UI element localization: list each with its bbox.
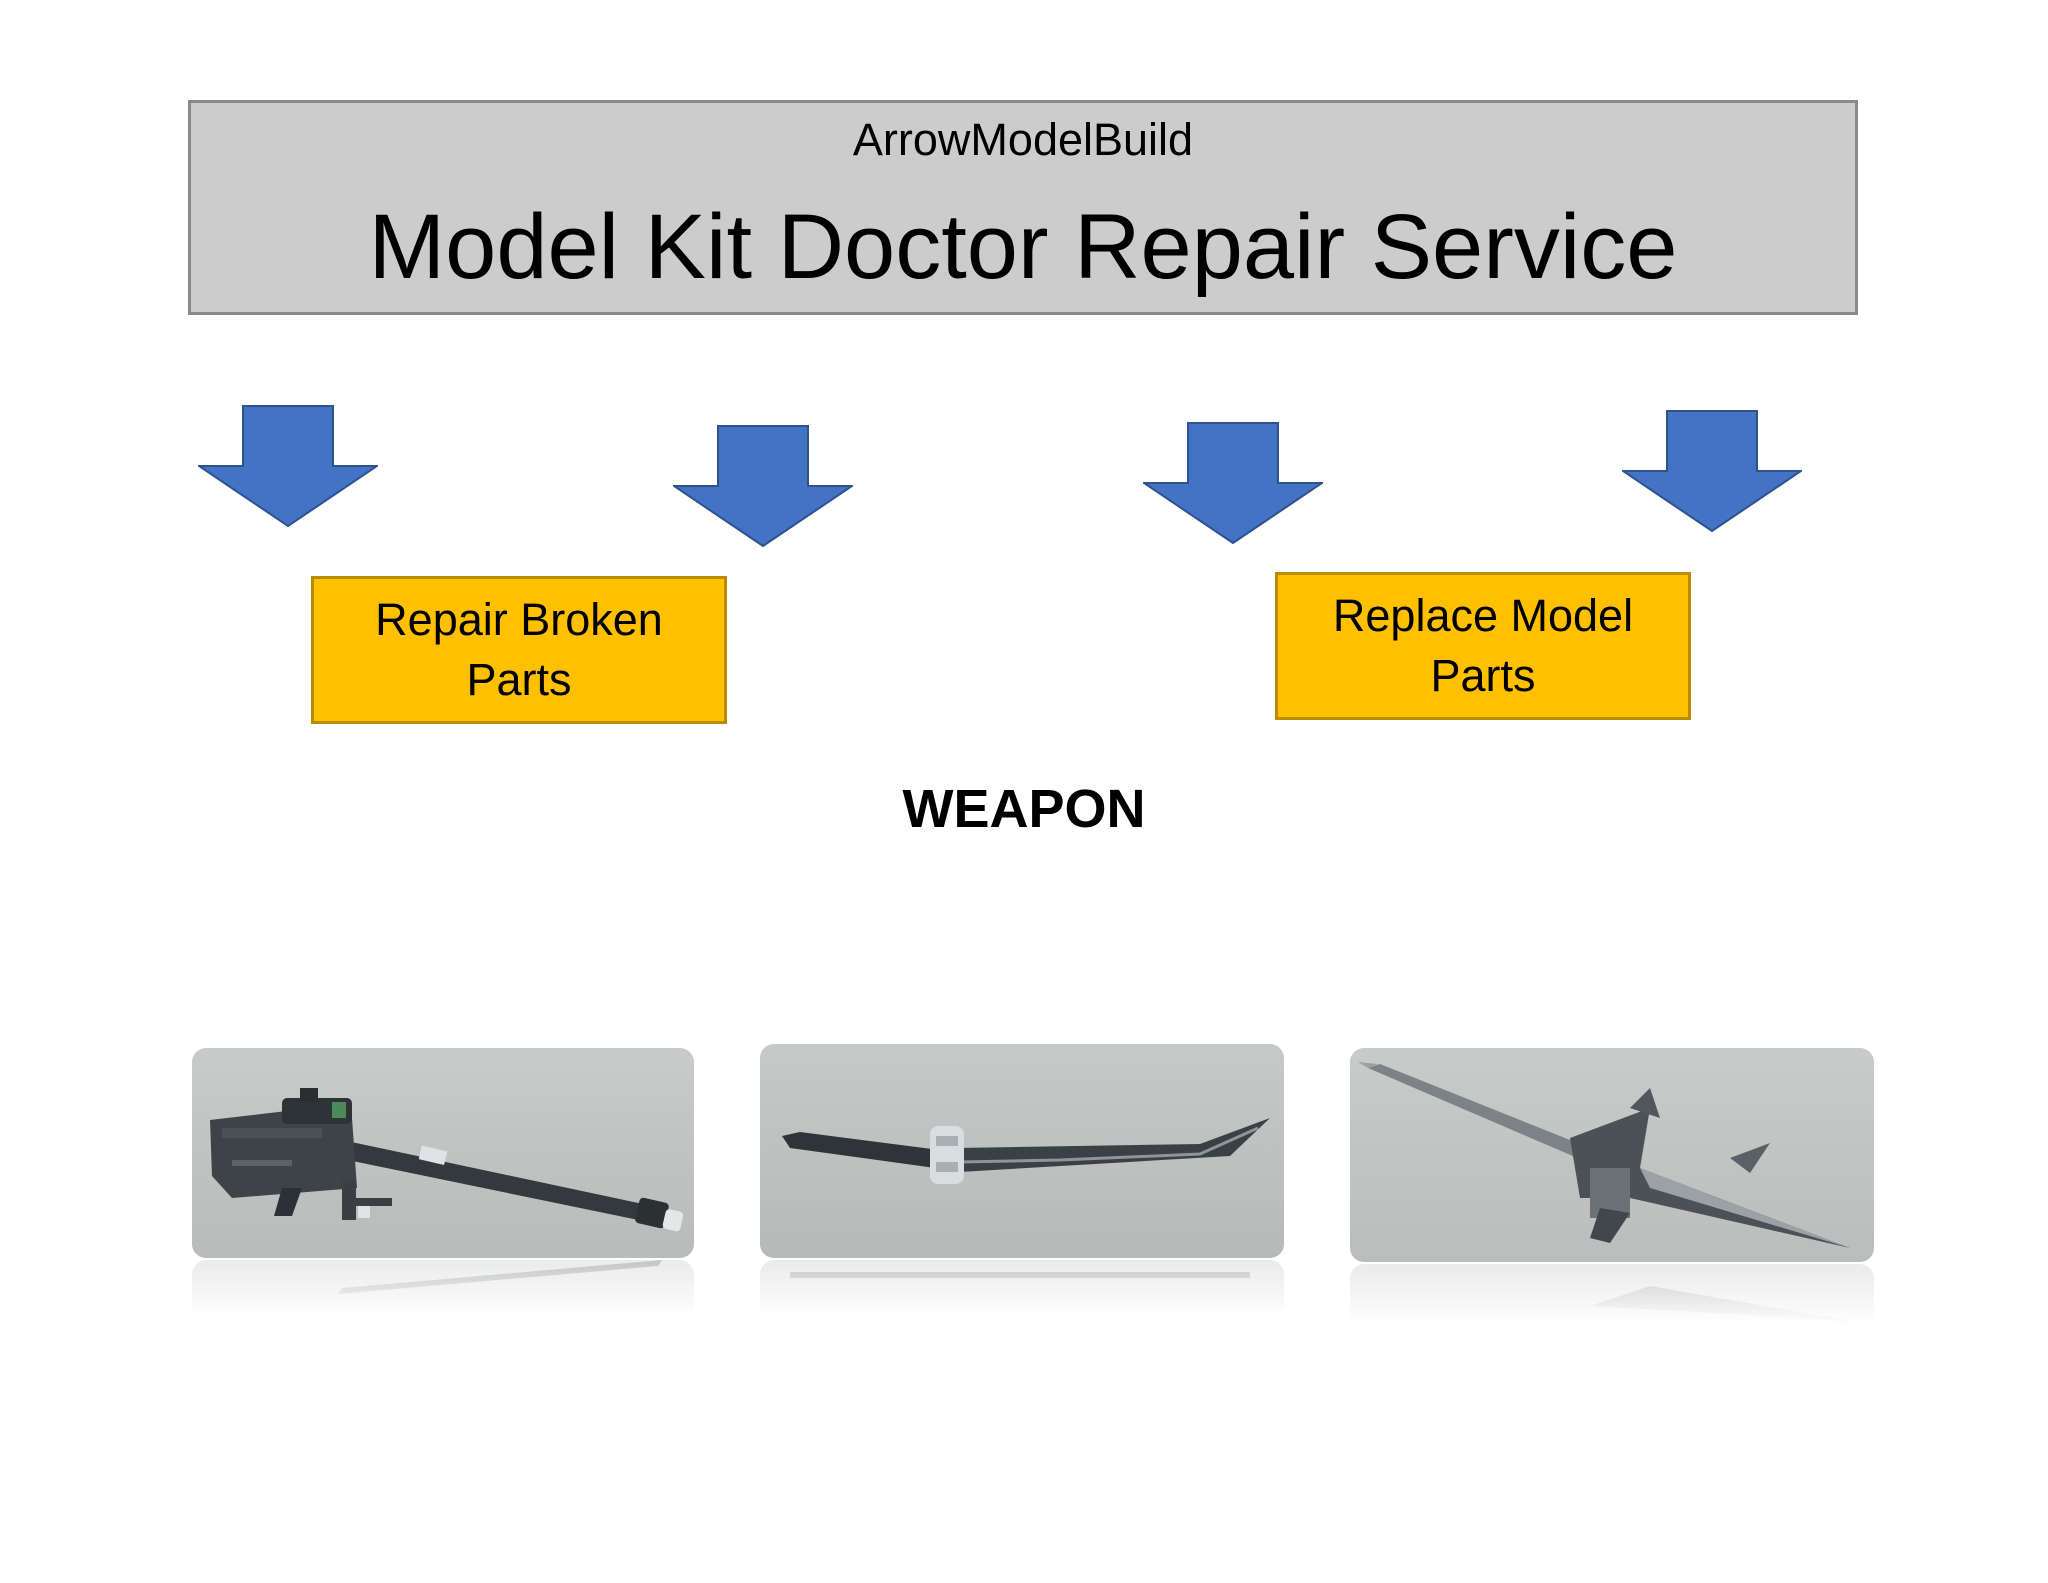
brand-name: ArrowModelBuild <box>852 114 1194 165</box>
weapon-photo-spear <box>1350 1048 1874 1326</box>
service-repair-broken-parts: Repair Broken Parts <box>311 576 727 724</box>
weapon-photo-rifle <box>192 1048 694 1318</box>
rifle-image <box>192 1048 694 1258</box>
service-label-line2: Parts <box>466 654 572 705</box>
arrow-down-icon <box>673 425 853 547</box>
sword-image <box>760 1044 1284 1258</box>
weapon-photo-sword <box>760 1044 1284 1319</box>
category-label: WEAPON <box>902 779 1146 839</box>
arrow-down-icon <box>1143 422 1323 544</box>
service-label-line1: Replace Model <box>1332 590 1634 642</box>
arrow-down-icon <box>198 405 378 527</box>
header-box: ArrowModelBuild Model Kit Doctor Repair … <box>188 100 1858 315</box>
service-replace-model-parts: Replace Model Parts <box>1275 572 1691 720</box>
arrow-down-icon <box>1622 410 1802 532</box>
spear-image <box>1350 1048 1874 1262</box>
service-label-line2: Parts <box>1430 650 1536 701</box>
service-label-line1: Repair Broken <box>375 594 663 646</box>
page-title: Model Kit Doctor Repair Service <box>368 196 1678 298</box>
